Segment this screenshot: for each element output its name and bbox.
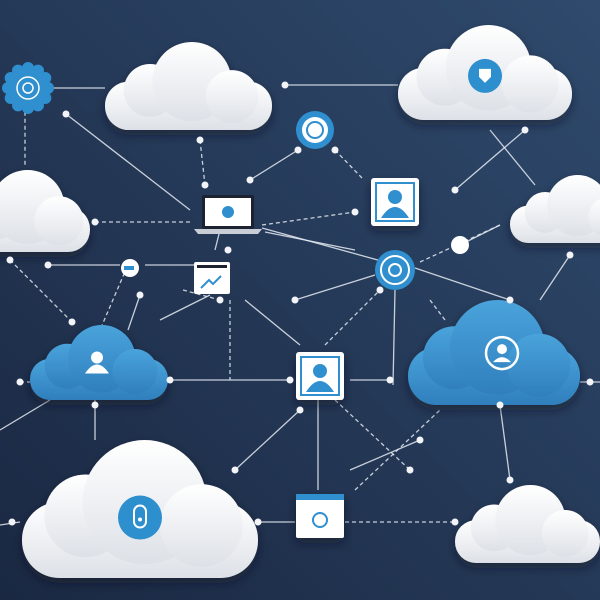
connector-dot bbox=[231, 466, 239, 474]
connector-dot bbox=[68, 318, 76, 326]
connector-dot bbox=[6, 256, 14, 264]
browser-window-icon bbox=[296, 494, 344, 538]
cloud-right-blue bbox=[408, 300, 580, 405]
cloud-top-right bbox=[398, 25, 572, 120]
connector-line bbox=[127, 294, 141, 331]
connector-dot bbox=[91, 401, 99, 409]
connector-line bbox=[349, 439, 421, 471]
target-icon bbox=[375, 250, 415, 290]
connector-line bbox=[199, 139, 206, 186]
connector-dot bbox=[521, 126, 529, 134]
connector-dot bbox=[281, 81, 289, 89]
connector-line bbox=[65, 113, 191, 211]
at-sign-icon bbox=[296, 111, 334, 149]
cloud-bottom-left bbox=[22, 440, 258, 578]
connector-line bbox=[324, 289, 381, 346]
connector-line bbox=[414, 267, 511, 301]
connector-line bbox=[261, 211, 356, 226]
connector-dot bbox=[406, 466, 414, 474]
connector-dot bbox=[416, 436, 424, 444]
lock-icon bbox=[118, 495, 162, 540]
connector-dot bbox=[506, 296, 514, 304]
connector-dot bbox=[201, 181, 209, 189]
cloud-top-center bbox=[105, 42, 272, 130]
connector-dot bbox=[376, 286, 384, 294]
connector-line bbox=[182, 289, 221, 301]
connector-line bbox=[392, 289, 396, 386]
connector-dot bbox=[91, 218, 99, 226]
connector-dot bbox=[246, 176, 254, 184]
connector-line bbox=[499, 404, 511, 481]
connector-dot bbox=[216, 296, 224, 304]
connector-line bbox=[261, 227, 386, 263]
connector-line bbox=[354, 409, 441, 491]
connector-line bbox=[99, 259, 131, 331]
connector-dot bbox=[286, 376, 294, 384]
connector-line bbox=[539, 254, 571, 301]
connector-line bbox=[0, 399, 51, 431]
connector-lines bbox=[0, 84, 600, 526]
connector-dot bbox=[296, 406, 304, 414]
clouds bbox=[0, 25, 600, 578]
connector-dot bbox=[506, 476, 514, 484]
connector-dot bbox=[586, 378, 594, 386]
connector-line bbox=[249, 149, 299, 181]
connector-line bbox=[244, 299, 301, 346]
connector-dot bbox=[254, 518, 262, 526]
user-circle-icon bbox=[484, 335, 520, 371]
connector-dot bbox=[496, 401, 504, 409]
connector-dots bbox=[6, 81, 594, 526]
connector-line bbox=[334, 399, 411, 471]
connector-dot bbox=[8, 518, 16, 526]
chart-window-icon bbox=[194, 262, 230, 294]
connector-dot bbox=[224, 246, 232, 254]
connector-line bbox=[294, 274, 376, 301]
user-card-icon bbox=[296, 352, 344, 400]
connector-dot bbox=[166, 376, 174, 384]
connector-dot bbox=[294, 146, 302, 154]
cloud-bottom-right bbox=[455, 484, 600, 563]
nodes bbox=[2, 62, 419, 538]
connector-dot bbox=[566, 251, 574, 259]
laptop-icon bbox=[194, 195, 262, 234]
target-badge-icon bbox=[2, 62, 54, 114]
connector-dot bbox=[291, 296, 299, 304]
user-icon bbox=[85, 351, 109, 374]
connector-line bbox=[234, 409, 301, 471]
connector-hub-dot bbox=[451, 236, 469, 254]
key-icon bbox=[121, 259, 139, 277]
cloud-left-blue bbox=[30, 325, 168, 400]
connector-dot bbox=[196, 136, 204, 144]
user-card-icon bbox=[371, 178, 419, 226]
connector-line bbox=[489, 129, 536, 186]
connector-line bbox=[159, 294, 211, 321]
connector-line bbox=[264, 231, 356, 251]
connector-line bbox=[454, 129, 526, 191]
connector-dot bbox=[451, 186, 459, 194]
connector-dot bbox=[136, 291, 144, 299]
connector-dot bbox=[44, 261, 52, 269]
connector-dot bbox=[16, 378, 24, 386]
connector-dot bbox=[451, 518, 459, 526]
connector-dot bbox=[331, 146, 339, 154]
cloud-right bbox=[510, 175, 600, 243]
connector-line bbox=[9, 259, 73, 323]
cloud-left bbox=[0, 170, 90, 252]
connector-dot bbox=[351, 208, 359, 216]
connector-dot bbox=[386, 376, 394, 384]
connector-dot bbox=[62, 110, 70, 118]
shield-icon bbox=[468, 58, 502, 93]
